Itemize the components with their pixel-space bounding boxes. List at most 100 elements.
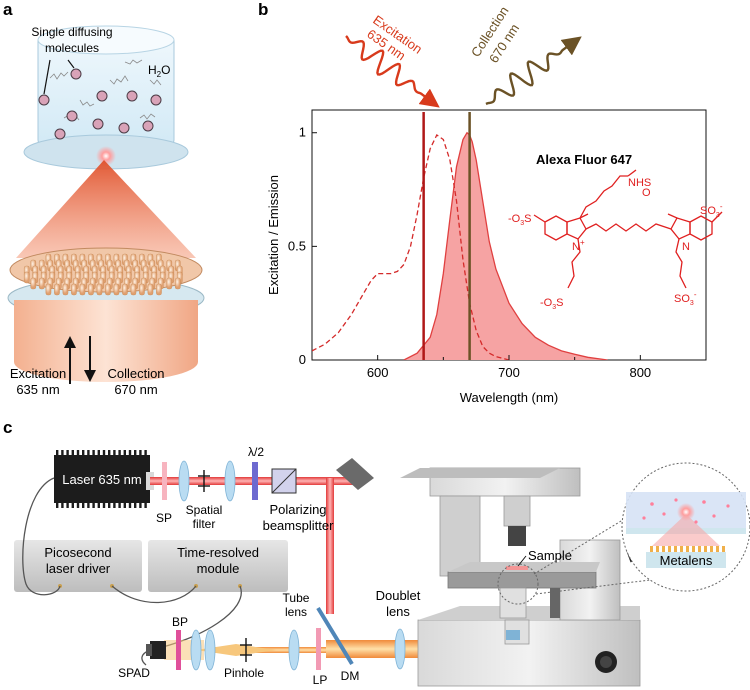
a-excitation-label-1: Excitation — [10, 366, 66, 381]
pico-label-1: Picosecond — [44, 545, 111, 560]
half-wave-plate — [252, 462, 258, 500]
a-collection-label-1: Collection — [107, 366, 164, 381]
x-axis-label: Wavelength (nm) — [460, 390, 559, 405]
inset-focal-spot — [677, 503, 695, 521]
nanopillar — [156, 283, 162, 296]
laser-fin — [123, 503, 126, 508]
laser-fin — [108, 503, 111, 508]
x-tick-label: 700 — [498, 365, 520, 380]
laser-fin — [128, 503, 132, 508]
nanopillars — [23, 253, 183, 296]
nanopillar — [147, 283, 154, 296]
laser-label: Laser 635 nm — [62, 472, 142, 487]
laser-fin — [128, 450, 132, 455]
excitation-line — [312, 134, 510, 360]
inset-pillars — [650, 546, 725, 552]
x-tick-label: 800 — [629, 365, 651, 380]
laser-fin — [61, 450, 64, 455]
molecule-pointer-2 — [67, 59, 75, 69]
light-cone — [16, 160, 196, 258]
panel-c-label: c — [3, 418, 12, 437]
laser-fin — [134, 503, 137, 508]
dye-structure — [533, 169, 723, 289]
objective-cylinder — [14, 300, 198, 382]
laser-fin — [108, 450, 111, 455]
nanopillar — [38, 277, 45, 290]
laser-fin — [102, 450, 106, 455]
y-tick-label: 1 — [299, 125, 306, 140]
beam-vertical — [326, 478, 334, 614]
panel-a-label: a — [3, 0, 13, 19]
laser-fin — [92, 450, 95, 455]
molecules-label: Single diffusing — [31, 25, 112, 39]
water-top — [37, 25, 175, 55]
spatial-label-2: filter — [193, 517, 216, 531]
spatial-label-1: Spatial — [186, 503, 223, 517]
laser-head — [54, 455, 150, 503]
inset-metalens-substrate — [646, 552, 726, 568]
laser-fin — [71, 503, 74, 508]
laser-fin — [82, 450, 85, 455]
svg-text:-O3S: -O3S — [508, 213, 531, 227]
inset-pillar — [656, 546, 659, 552]
short-pass-filter — [162, 462, 167, 500]
laser-fin — [61, 503, 64, 508]
nanopillar — [54, 283, 60, 296]
laser-fin — [87, 450, 90, 455]
laser-fin — [113, 503, 116, 508]
svg-text:N+: N+ — [572, 238, 585, 253]
inset-pillar — [650, 546, 653, 552]
metalens-label: Metalens — [660, 553, 713, 568]
y-axis-label: Excitation / Emission — [266, 175, 281, 295]
laser-fin — [144, 503, 147, 508]
inset-pillar — [722, 546, 725, 552]
panel-b: b Excitation 635 nm Collection 670 nm 60… — [258, 0, 723, 405]
long-pass-filter — [316, 628, 321, 670]
molecules-label-2: molecules — [45, 41, 99, 55]
nanopillar — [96, 283, 103, 296]
emission-area — [403, 132, 608, 360]
nanopillar — [88, 283, 94, 296]
inset-pillar — [710, 546, 713, 552]
doublet-lens — [394, 628, 406, 670]
svg-text:SO3-: SO3- — [674, 290, 697, 307]
laser-lines — [422, 112, 471, 360]
nanopillar — [105, 283, 111, 296]
laser-fin — [71, 450, 74, 455]
collection-wave-arrow — [485, 36, 582, 106]
inset-pillar — [668, 546, 671, 552]
tube-label-1: Tube — [283, 591, 310, 605]
nanopillar — [30, 277, 37, 290]
inset-pillar — [692, 546, 695, 552]
laser-fin — [76, 503, 80, 508]
focus-beam-left — [196, 644, 236, 656]
trm-label-1: Time-resolved — [177, 545, 259, 560]
panel-c: c Picosecond laser driver Time-resolved … — [3, 418, 750, 687]
inset-cone — [652, 514, 720, 546]
laser-fin — [66, 450, 69, 455]
laser-fin — [134, 450, 137, 455]
bp-label: BP — [172, 615, 188, 629]
laser-fin — [118, 503, 121, 508]
focal-spot — [96, 146, 116, 166]
laser-fin — [92, 503, 95, 508]
a-collection-label-2: 670 nm — [114, 382, 157, 397]
x-tick-label: 600 — [367, 365, 389, 380]
laser-fin — [76, 450, 80, 455]
inset-pillar — [674, 546, 677, 552]
inset-molecules — [642, 498, 730, 524]
y-tick-label: 0 — [299, 352, 306, 367]
dichroic-mirror — [316, 606, 354, 666]
sp-label: SP — [156, 511, 172, 525]
nanopillar — [166, 277, 173, 290]
laser-fin — [87, 503, 90, 508]
laser-fin — [113, 450, 116, 455]
nanopillar — [139, 283, 145, 296]
band-pass-filter — [176, 630, 181, 670]
svg-text:NHS: NHS — [628, 177, 651, 189]
nanopillar — [45, 283, 52, 296]
focus-beam-right — [236, 644, 276, 656]
laser-fin — [144, 450, 147, 455]
svg-text:O: O — [642, 187, 651, 199]
